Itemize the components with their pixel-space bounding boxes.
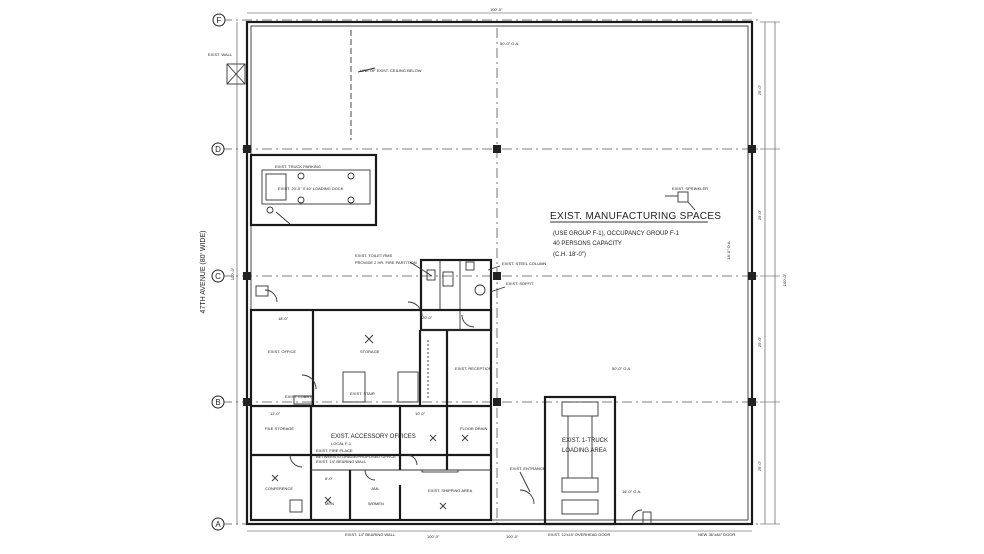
dim-left-side: 100'-0" [230,267,235,280]
dim-bottom-right: 100'-0" [506,534,519,539]
label-storage: STORAGE [360,349,380,354]
main-space-line-2: 40 PERSONS CAPACITY [553,241,622,247]
note-ceiling-line: LINE OF EXIST. CEILING BELOW [360,68,422,73]
grid-bubble-B: B [211,395,225,409]
dim-right-seg-3: 25'-0" [757,336,762,347]
dim-small-2: 20'-0" [422,315,433,320]
label-women: WOMEN [368,501,384,506]
dim-right-vert: 18'-0" O.A. [726,240,731,259]
label-men: MEN [325,501,334,506]
street-label: 47TH AVENUE (80' WIDE) [200,231,207,314]
dim-mid-span: 50'-0" O.A. [612,366,631,371]
main-space-line-3: (C.H. 18'-0") [553,252,586,258]
note-bearing-wall: EXIST. 14" BEARING WALL [345,532,396,537]
note-sprinkler: EXIST. SPRINKLER [672,186,708,191]
building-outline [226,20,754,526]
main-space-title: EXIST. MANUFACTURING SPACES [550,211,721,222]
dim-right-seg-4: 25'-0" [757,460,762,471]
dim-small-4: 10'-0" [415,411,426,416]
loading-area-line-2: LOADING AREA [562,448,607,454]
note-fire-partition: PROVIDE 2 HR. FIRE PARTITION [355,260,417,265]
main-space-label: EXIST. MANUFACTURING SPACES (USE GROUP F… [550,211,721,258]
label-floor-drain: FLOOR DRAIN [460,426,487,431]
grid-label-C: C [215,272,221,281]
office-area-label: EXIST. ACCESSORY OFFICES LOCAL F-1 [331,434,416,446]
office-block [249,285,493,522]
loading-dock [249,153,378,227]
grid-label-B: B [215,398,220,407]
note-soffit: EXIST. SOFFIT [506,281,534,286]
note-entrance: EXIST. ENTRANCE [510,466,546,471]
grid-bubble-F: F [212,13,226,27]
grid-label-D: D [215,145,221,154]
dim-small-5: 8'-0" [325,476,334,481]
grid-label-A: A [215,520,221,529]
top-bottom-dimensions [236,12,752,532]
note-new-door: NEW 36"x84" DOOR [698,532,735,537]
dim-top-inner: 50'-0" O.A. [500,41,519,46]
grid-bubble-A: A [211,517,225,531]
sprinkler-symbol [665,191,696,211]
truck-loading-area [519,395,652,526]
dim-right-seg-2: 25'-0" [757,209,762,220]
toilet-core [407,258,493,332]
dim-small-1: 18'-0" [278,316,289,321]
dim-right-seg-1: 25'-0" [757,84,762,95]
office-area-line-2: LOCAL F-1 [331,441,352,446]
note-overhead-door: EXIST. 12'x10' OVERHEAD DOOR [548,532,611,537]
note-stair: EXIST. STAIR [350,391,375,396]
note-line-3: BETWEEN STORAGE/PROPOSED OFFICE [316,454,396,459]
dim-small-3: 12'-0" [270,411,281,416]
grid-bubble-D: D [211,142,225,156]
grid-label-F: F [217,16,222,25]
leader-lines [409,261,531,493]
note-truck-parking: EXIST. TRUCK PARKING [275,164,321,169]
dim-loading: 16'-0" O.A. [622,489,641,494]
loading-area-label: EXIST. 1-TRUCK LOADING AREA [562,438,608,454]
label-reception: EXIST. RECEPTION [455,366,492,371]
label-lobby: EXIST. LOBBY [285,394,312,399]
note-steel-column: EXIST. STEEL COLUMN [502,261,546,266]
right-dimensions [760,21,780,525]
label-conference: CONFERENCE [265,486,293,491]
label-file-storage: FILE STORAGE [265,426,294,431]
loading-area-line-1: EXIST. 1-TRUCK [562,438,608,444]
label-exist-wall: EXIST. WALL [208,52,233,57]
label-shipping: EXIST. SHIPPING AREA [428,488,473,493]
dim-top: 100'-0" [490,7,503,12]
dim-bottom-left: 100'-0" [427,534,440,539]
note-loading-dock: EXIST. 20'-0" X 40' LOADING DOCK [278,186,344,191]
note-line-2: EXIST. FIRE PLACE [316,448,353,453]
label-janitor: JAN. [371,486,380,491]
grid-bubble-C: C [211,269,225,283]
main-space-line-1: (USE GROUP F-1), OCCUPANCY GROUP F-1 [553,231,680,237]
label-office: EXIST. OFFICE [268,349,296,354]
office-area-line-1: EXIST. ACCESSORY OFFICES [331,434,416,440]
note-toilet-rms: EXIST. TOILET RMS [355,253,392,258]
note-line-1: EXIST. 14" BEARING WALL [316,459,367,464]
dim-right-overall: 100'-0" [782,273,787,286]
columns [243,145,756,406]
ceiling-line [350,30,376,140]
